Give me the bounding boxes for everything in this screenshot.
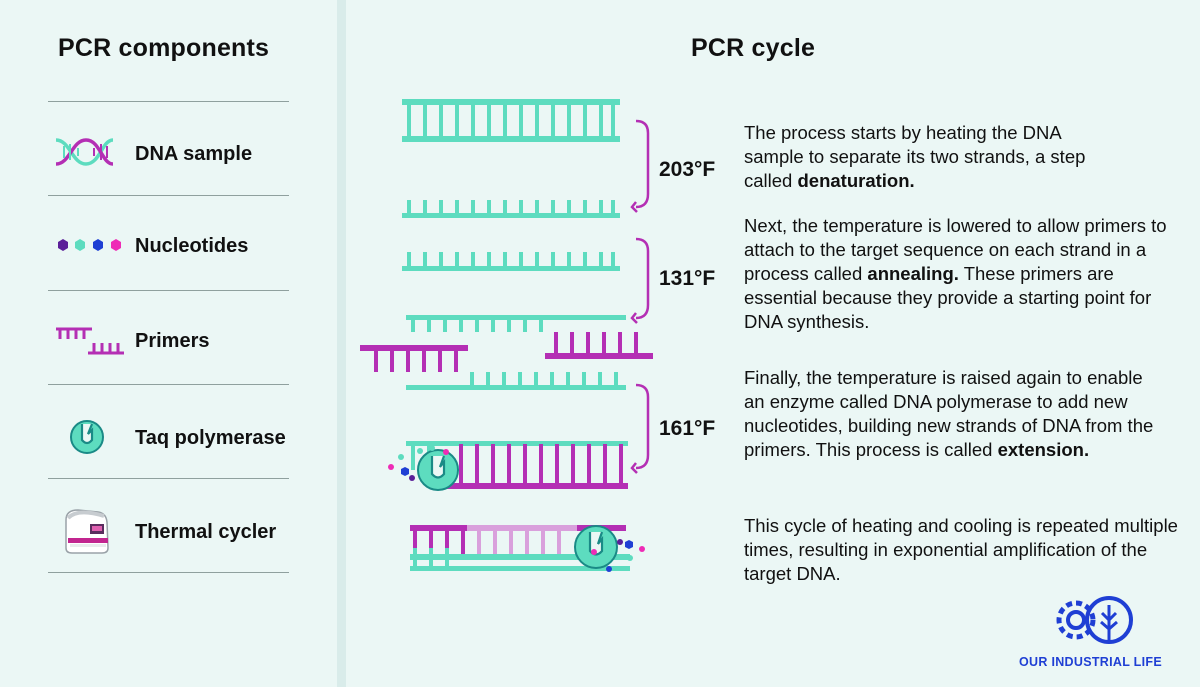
taq-polymerase-icon	[70, 420, 104, 454]
term-annealing: annealing.	[867, 263, 959, 284]
nucleotides-icon	[58, 239, 121, 251]
component-label-dna-sample: DNA sample	[135, 143, 253, 165]
temp-annealing: 131°F	[659, 267, 716, 290]
amplified-dna	[410, 525, 645, 572]
brand-name: OUR INDUSTRIAL LIFE	[1019, 655, 1162, 669]
thermal-cycler-icon	[65, 509, 109, 554]
component-label-primers: Primers	[135, 330, 210, 352]
dna-helix-icon	[55, 138, 114, 166]
divider	[48, 290, 289, 291]
temp-extension: 161°F	[659, 417, 716, 440]
separated-strands	[402, 200, 620, 271]
primers-icon	[56, 327, 124, 355]
component-label-thermal-cycler: Thermal cycler	[135, 521, 277, 543]
term-denaturation: denaturation.	[797, 170, 915, 191]
term-extension: extension.	[997, 439, 1090, 460]
brand-logo	[1056, 596, 1133, 644]
divider	[48, 572, 289, 573]
step-bracket	[630, 119, 650, 474]
step-denaturation-text: The process starts by heating the DNA sa…	[744, 122, 1086, 191]
extension-strands	[388, 441, 628, 491]
divider	[48, 101, 289, 102]
divider	[48, 384, 289, 385]
cycle-title: PCR cycle	[691, 34, 816, 62]
annealed-strands	[360, 315, 653, 390]
divider	[48, 195, 289, 196]
component-label-taq-polymerase: Taq polymerase	[135, 427, 286, 449]
dna-double-strand	[402, 99, 620, 142]
cycle-summary-text: This cycle of heating and cooling is rep…	[744, 515, 1178, 584]
temp-denaturation: 203°F	[659, 158, 716, 181]
divider	[48, 478, 289, 479]
step-extension-text: Finally, the temperature is raised again…	[744, 367, 1154, 460]
step-annealing-text: Next, the temperature is lowered to allo…	[744, 215, 1167, 332]
component-label-nucleotides: Nucleotides	[135, 235, 249, 257]
components-title: PCR components	[58, 34, 270, 62]
